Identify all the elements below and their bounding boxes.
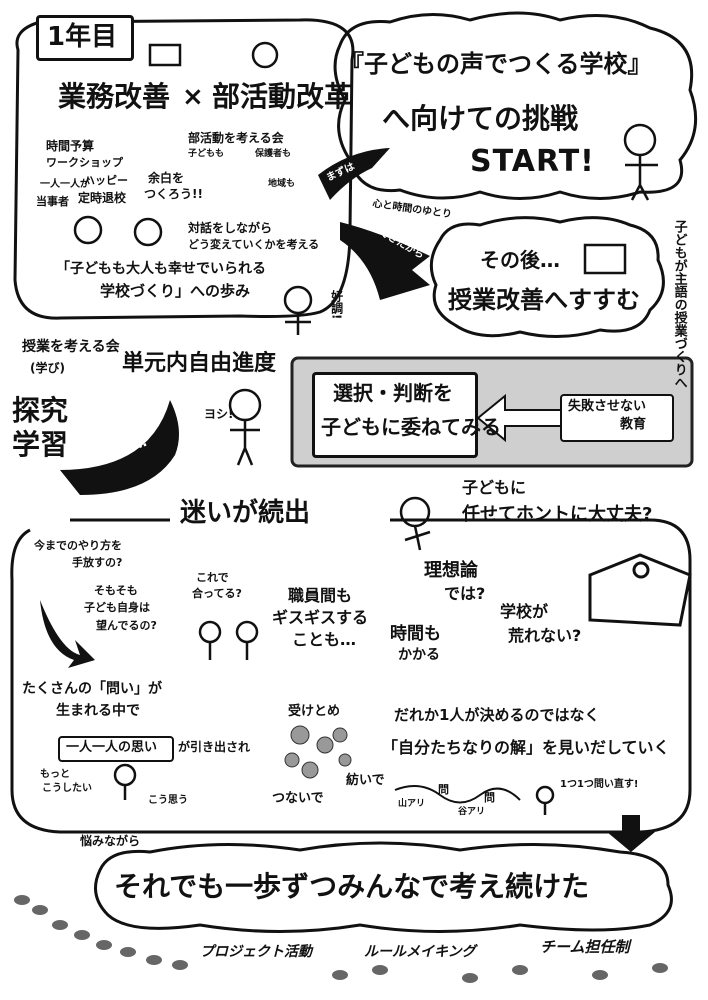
- doubt3-b: 合ってる?: [192, 587, 242, 600]
- each-thought-label: 一人一人の思い: [66, 740, 158, 755]
- path-m2: 問: [484, 791, 495, 804]
- doubt7-a: 時間も: [390, 624, 441, 644]
- year-label: 1年目: [47, 22, 118, 52]
- conclusion-label: それでも一歩ずつみんなで考え続けた: [114, 870, 590, 903]
- each-thought-tail: が引き出され: [178, 740, 251, 754]
- doubt2-c: 望んでるの?: [96, 619, 157, 632]
- questions-1: たくさんの「問い」が: [22, 681, 162, 697]
- happy-school-2: 学校づくり」への歩み: [100, 282, 251, 300]
- confusion-label: 迷いが続出: [180, 498, 311, 528]
- times-sign: ×: [182, 82, 204, 112]
- inquiry-label: 探究学習: [12, 394, 69, 461]
- happy-school-1: 「子どもも大人も幸せでいられる: [56, 261, 266, 277]
- path-m1: 問: [438, 783, 449, 796]
- lesson-meeting-1: 授業を考える会: [22, 339, 120, 355]
- after-line2: 授業改善へすすむ: [448, 286, 640, 314]
- tangen-label: 単元内自由進度: [122, 351, 277, 376]
- dialogue-2: どう変えていくかを考える: [188, 238, 320, 251]
- worrying-label: 悩みながら: [80, 834, 141, 848]
- receive-label: 受けとめ: [288, 704, 341, 719]
- no-fail-2: 教育: [620, 417, 647, 432]
- challenge-line1: 『子どもの声でつくる学校』: [340, 50, 652, 78]
- not-one-label: だれか1人が決めるのではなく: [394, 706, 600, 724]
- year-badge: 1年目: [36, 15, 134, 61]
- doubt6-a: 学校が: [500, 602, 549, 621]
- entrust-1: 選択・判断を: [333, 381, 453, 405]
- start-label: START!: [470, 144, 595, 179]
- doubt2-a: そもそも: [94, 584, 138, 597]
- doubt3-a: これで: [196, 571, 229, 584]
- doubt4-b: ギスギスする: [272, 608, 369, 627]
- doubt5-b: では?: [444, 584, 486, 603]
- make-room-2: つくろう!!: [144, 187, 203, 201]
- project-1: プロジェクト活動: [200, 944, 312, 960]
- happy-leave-1: ハッピー: [84, 174, 128, 187]
- budget-workshop-1: 時間予算: [46, 139, 95, 153]
- make-room-1: 余白を: [148, 171, 185, 185]
- wants-a: もっと: [40, 769, 70, 780]
- child-led-label: 子どもが主語の授業づくりへ: [671, 220, 687, 389]
- challenge-line2: へ向けての挑戦: [382, 102, 579, 135]
- really-ok-2: 任せてホントに大丈夫?: [462, 504, 653, 525]
- doubt6-b: 荒れない?: [508, 626, 582, 645]
- club-meeting-1: 部活動を考える会: [188, 131, 284, 145]
- doubt7-b: かかる: [398, 647, 440, 663]
- lesson-meeting-2: (学び): [30, 361, 65, 375]
- entrust-2: 子どもに委ねてみる: [321, 415, 501, 439]
- dialogue-1: 対話をしながら: [188, 221, 273, 235]
- no-fail-1: 失敗させない: [568, 399, 647, 414]
- connect-label: つないで: [272, 791, 324, 806]
- questions-2: 生まれる中で: [56, 703, 140, 719]
- doubt2-b: 子ども自身は: [84, 601, 150, 614]
- yoshi-label: ヨシ!: [204, 407, 234, 421]
- work-reform-label: 業務改善: [58, 80, 171, 113]
- each-person-2: 当事者: [36, 195, 69, 208]
- happy-leave-2: 定時退校: [78, 191, 127, 205]
- club-reform-label: 部活動改革: [212, 80, 353, 113]
- doubt5-a: 理想論: [424, 560, 478, 581]
- path-tani: 谷アリ: [458, 807, 486, 817]
- really-ok-1: 子どもに: [462, 478, 527, 497]
- koucho-label: 好調!: [329, 290, 344, 320]
- entrust-box: 選択・判断を 子どもに委ねてみる: [312, 372, 501, 458]
- club-meeting-3: 保護者も: [255, 149, 292, 159]
- doubt1-b: 手放すの?: [72, 556, 123, 569]
- wants-b: こうしたい: [42, 783, 92, 794]
- doubt4-a: 職員間も: [288, 586, 353, 605]
- budget-workshop-2: ワークショップ: [46, 156, 123, 169]
- club-meeting-4: 地域も: [268, 179, 296, 189]
- project-3: チーム担任制: [540, 938, 630, 956]
- path-redo: 1つ1つ問い直す!: [560, 779, 639, 790]
- after-line1: その後…: [480, 248, 560, 272]
- each-thought-box: 一人一人の思い: [58, 736, 174, 762]
- own-answer-label: 「自分たちなりの解」を見いだしていく: [382, 738, 670, 757]
- doubt4-c: ことも…: [292, 630, 357, 649]
- path-yama: 山アリ: [398, 799, 426, 809]
- doubt1-a: 今までのやり方を: [34, 539, 122, 552]
- no-fail-box: 失敗させない 教育: [560, 394, 674, 442]
- project-2: ルールメイキング: [364, 944, 476, 960]
- club-meeting-2: 子どもも: [188, 149, 225, 159]
- wants-c: こう思う: [148, 795, 188, 806]
- weave-label: 紡いで: [346, 773, 385, 788]
- each-person-1: 一人一人が: [40, 179, 90, 190]
